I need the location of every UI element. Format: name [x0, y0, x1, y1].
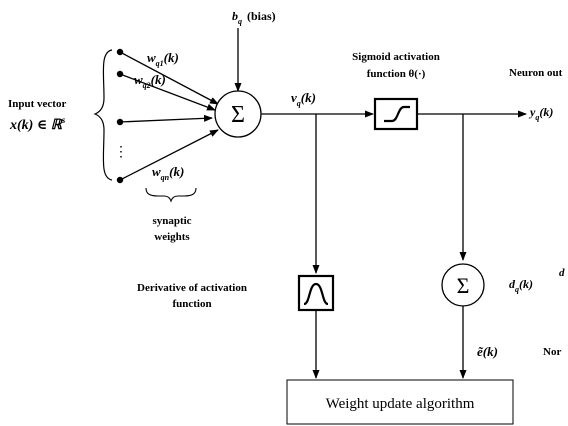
error-summation-symbol: Σ	[457, 273, 470, 298]
sigmoid-title-line1: Sigmoid activation	[352, 51, 440, 63]
connection-w2	[119, 73, 216, 111]
weight-label-n: wqn(k)	[152, 164, 184, 182]
input-brace	[93, 49, 113, 181]
connection-w3	[119, 114, 213, 123]
input-vector-label: Input vector	[8, 98, 66, 110]
normalized-label-edge: Nor	[543, 346, 561, 358]
sigmoid-block	[373, 97, 419, 131]
output-symbol: yq(k)	[528, 105, 553, 122]
neuron-output-label: Neuron out	[509, 67, 563, 79]
derivative-title-line1: Derivative of activation	[137, 282, 247, 294]
weight-label-2: wq2(k)	[134, 72, 166, 90]
bias-label: bq(bias)	[232, 9, 276, 26]
summation-symbol: Σ	[231, 102, 245, 128]
weight-update-block	[286, 379, 514, 425]
synaptic-weights-line2: weights	[154, 231, 190, 243]
weights-brace	[145, 187, 197, 203]
sigmoid-title-line2: function θ(·)	[367, 68, 426, 80]
input-ellipsis: ⋮	[114, 145, 128, 160]
bell-curve-icon	[303, 282, 329, 306]
weight-update-label: Weight update algorithm	[326, 396, 475, 412]
connection-wn	[119, 129, 219, 181]
input-vector-symbol: x(k) ∈ ℝs	[9, 115, 66, 133]
desired-output-label: dq(k)	[509, 277, 533, 294]
derivative-title-line2: function	[172, 298, 211, 310]
sigmoid-icon	[384, 105, 410, 123]
net-signal-label: vq(k)	[291, 90, 316, 108]
weight-label-1: wq1(k)	[147, 50, 179, 68]
error-signal-label: ẽ(k)	[477, 344, 498, 359]
connection-w1	[119, 51, 219, 105]
desired-input-edge: d	[559, 267, 565, 279]
synaptic-weights-line1: synaptic	[152, 215, 191, 227]
